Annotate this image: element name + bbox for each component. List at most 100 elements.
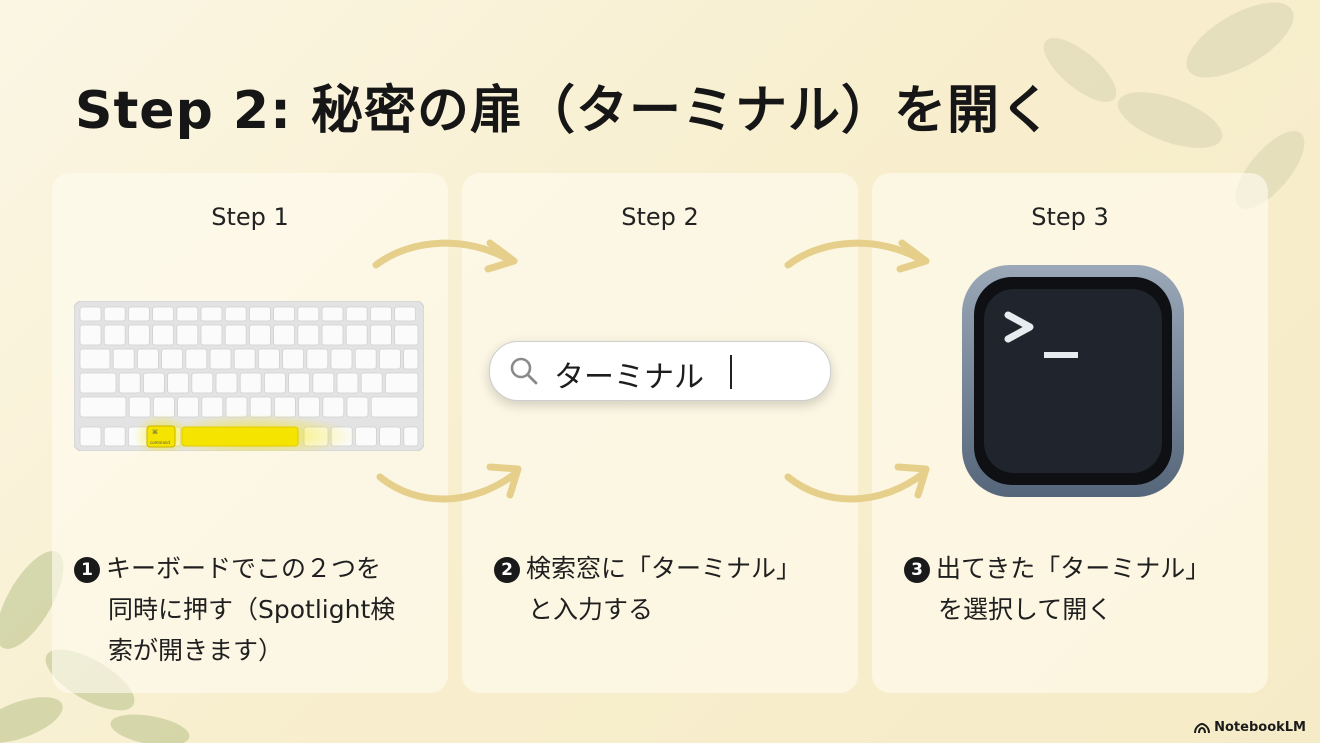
keyboard-key <box>103 324 126 346</box>
keyboard-key <box>263 372 286 394</box>
keyboard-key <box>239 372 262 394</box>
arrow-icon <box>372 239 518 273</box>
keyboard-key <box>79 426 102 447</box>
keyboard-key <box>282 348 305 370</box>
keyboard-key <box>298 396 321 418</box>
keyboard-key <box>167 372 189 394</box>
keyboard-key <box>403 426 419 447</box>
keyboard-key <box>330 348 353 370</box>
step-3-line-1: 出てきた「ターミナル」 <box>936 554 1211 583</box>
keyboard-illustration: ⌘ command <box>74 301 424 451</box>
keyboard-key <box>321 306 344 322</box>
keyboard-key <box>225 396 248 418</box>
keyboard-key <box>128 306 150 322</box>
keyboard-key <box>191 372 214 394</box>
keyboard-key <box>370 396 419 418</box>
keyboard-key <box>248 324 271 346</box>
brand-name: NotebookLM <box>1214 720 1306 735</box>
keyboard-key <box>128 324 150 346</box>
keyboard-key <box>345 306 368 322</box>
step-2-line-1: 検索窓に「ターミナル」 <box>526 554 802 583</box>
arrow-icon <box>376 463 522 503</box>
keyboard-key <box>369 306 392 322</box>
keyboard-key <box>322 396 345 418</box>
keyboard-key <box>112 348 135 370</box>
keyboard-key <box>161 348 183 370</box>
keyboard-key <box>257 348 280 370</box>
brand-watermark: NotebookLM <box>1194 720 1306 735</box>
keyboard-key <box>224 324 247 346</box>
keyboard-key <box>200 324 223 346</box>
keyboard-key <box>209 348 232 370</box>
keyboard-key <box>312 372 335 394</box>
page-title: Step 2: 秘密の扉（ターミナル）を開く <box>75 81 1053 141</box>
keyboard-key <box>185 348 208 370</box>
step-number-badge: 2 <box>494 557 520 583</box>
keyboard-key <box>360 372 383 394</box>
keyboard-key <box>394 306 417 322</box>
keyboard-key <box>321 324 344 346</box>
keyboard-key <box>306 348 329 370</box>
keyboard-key <box>354 348 377 370</box>
keyboard-key <box>345 324 368 346</box>
arrow-icon <box>784 239 930 273</box>
step-3-line-2: を選択して開く <box>938 595 1113 624</box>
step-number-badge: 1 <box>74 557 100 583</box>
step-1-label: Step 1 <box>211 203 289 231</box>
keyboard-key <box>378 348 401 370</box>
keyboard-key <box>273 306 296 322</box>
step-3-label: Step 3 <box>1031 203 1109 231</box>
step-1-line-2: 同時に押す（Spotlight検 <box>108 595 396 624</box>
keyboard-key <box>248 306 271 322</box>
keyboard-key <box>103 306 126 322</box>
keyboard-key <box>152 324 174 346</box>
keyboard-key <box>215 372 238 394</box>
command-key-label: command <box>150 440 170 445</box>
keyboard-key <box>128 396 151 418</box>
keyboard-key <box>394 324 419 346</box>
keyboard-key <box>79 306 102 322</box>
search-input-value[interactable]: ターミナル <box>554 360 704 395</box>
keyboard-key <box>354 426 377 447</box>
keyboard-key <box>152 306 174 322</box>
keyboard-key <box>177 396 199 418</box>
keyboard-key <box>346 396 369 418</box>
keyboard-key <box>118 372 141 394</box>
keyboard-key <box>297 324 320 346</box>
keyboard-key <box>79 348 111 370</box>
step-number-badge: 3 <box>904 557 930 583</box>
keyboard-key <box>176 306 199 322</box>
arrow-icon <box>784 463 930 503</box>
step-2-label: Step 2 <box>621 203 699 231</box>
keyboard-key <box>137 348 159 370</box>
keyboard-key <box>288 372 311 394</box>
step-1-line-3: 索が開きます） <box>108 636 284 665</box>
step-1-line-1: キーボードでこの２つを <box>106 554 382 583</box>
notebooklm-logo-icon <box>1194 722 1211 733</box>
spotlight-search-bar[interactable]: ターミナル <box>489 341 831 401</box>
keyboard-key <box>273 324 296 346</box>
keyboard-key <box>403 348 419 370</box>
keyboard-key <box>379 426 402 447</box>
terminal-app-icon[interactable] <box>960 263 1186 499</box>
keyboard-key <box>336 372 359 394</box>
keyboard-key <box>224 306 247 322</box>
keyboard-key <box>233 348 256 370</box>
keyboard-key <box>143 372 165 394</box>
keyboard-key <box>153 396 175 418</box>
keyboard-key <box>79 396 127 418</box>
keyboard-key <box>297 306 320 322</box>
keyboard-key <box>79 372 117 394</box>
keyboard-key <box>200 306 223 322</box>
keyboard-key <box>201 396 224 418</box>
keyboard-key <box>369 324 392 346</box>
keyboard-key <box>103 426 126 447</box>
search-icon <box>510 357 538 385</box>
keyboard-key <box>79 324 102 346</box>
keyboard-key <box>273 396 296 418</box>
keyboard-key <box>176 324 199 346</box>
